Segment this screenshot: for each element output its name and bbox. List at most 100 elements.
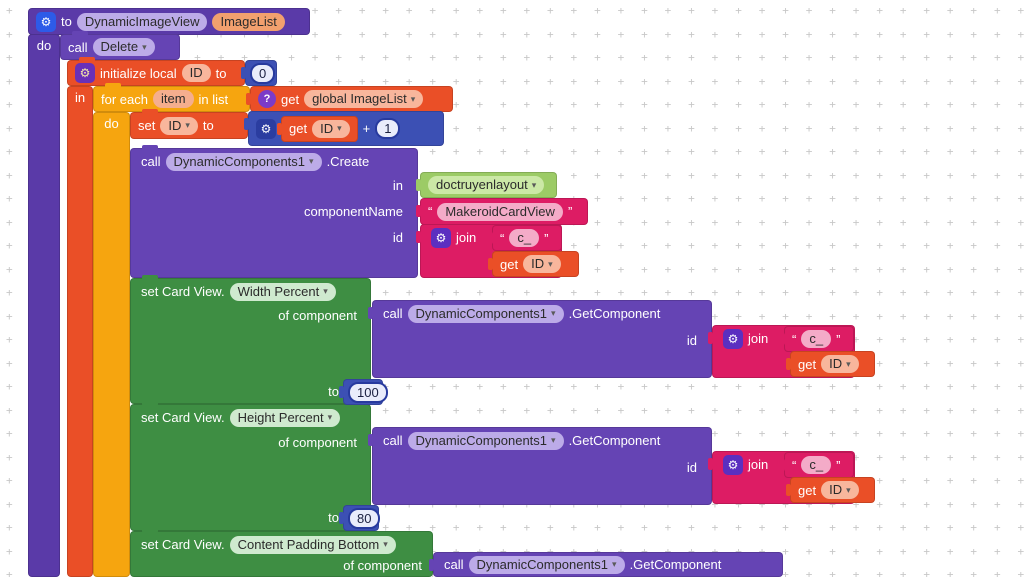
- string-value-field[interactable]: MakeroidCardView: [437, 202, 563, 221]
- call-delete-block[interactable]: call Delete ▾: [60, 31, 180, 60]
- param-label-id: id: [686, 333, 697, 348]
- param-label-id: id: [392, 230, 403, 245]
- number-block-100[interactable]: 100: [339, 379, 388, 405]
- number-block-80[interactable]: 80: [339, 505, 381, 531]
- close-quote-icon: ”: [836, 331, 841, 347]
- keyword-get: get: [281, 91, 300, 107]
- keyword-in-list: in list: [198, 91, 229, 107]
- math-add-block[interactable]: ⚙ get ID ▾ + 1: [244, 111, 444, 146]
- number-value-field[interactable]: 80: [348, 507, 381, 529]
- global-var-dropdown[interactable]: global ImageList ▾: [304, 90, 424, 108]
- for-each-do-body[interactable]: do: [93, 112, 130, 577]
- keyword-in: in: [74, 90, 86, 105]
- dropdown-arrow-icon: ▾: [846, 484, 851, 495]
- keyword-get: get: [500, 256, 519, 272]
- property-dropdown[interactable]: Width Percent ▾: [229, 282, 336, 301]
- set-property-label: set Card View.: [141, 284, 225, 299]
- string-block-prefix[interactable]: “ c_ ”: [780, 452, 854, 478]
- gear-icon[interactable]: ⚙: [431, 227, 451, 248]
- set-var-dropdown[interactable]: ID ▾: [160, 116, 198, 135]
- call-getcomponent-header: call DynamicComponents1 ▾ .GetComponent: [372, 427, 712, 454]
- procedure-param-label: ImageList: [220, 13, 277, 29]
- keyword-call: call: [444, 557, 464, 572]
- component-dropdown[interactable]: DynamicComponents1 ▾: [407, 304, 564, 323]
- join-header: ⚙ join: [712, 451, 855, 478]
- component-dropdown[interactable]: DynamicComponents1 ▾: [468, 555, 625, 574]
- get-var-block[interactable]: get ID ▾: [277, 115, 358, 142]
- component-dropdown[interactable]: DynamicComponents1 ▾: [165, 152, 322, 171]
- dropdown-arrow-icon: ▾: [185, 120, 190, 130]
- set-height-percent-header: set Card View. Height Percent ▾: [130, 404, 371, 431]
- property-dropdown[interactable]: Content Padding Bottom ▾: [229, 535, 396, 554]
- keyword-set: set: [138, 118, 156, 133]
- keyword-join: join: [748, 457, 769, 472]
- number-block-zero[interactable]: 0: [241, 60, 277, 86]
- get-global-block[interactable]: ? get global ImageList ▾: [246, 86, 453, 112]
- param-label-to: to: [328, 384, 339, 399]
- keyword-call: call: [141, 154, 161, 169]
- initialize-local-in-body[interactable]: in: [67, 86, 93, 577]
- keyword-get: get: [798, 482, 817, 498]
- keyword-do: do: [104, 116, 119, 131]
- global-var-name: global ImageList: [312, 91, 407, 106]
- method-name: .GetComponent: [629, 557, 722, 572]
- keyword-join: join: [456, 230, 477, 245]
- layout-component-block[interactable]: doctruyenlayout ▾: [416, 172, 557, 198]
- get-var-block[interactable]: get ID ▾: [786, 477, 875, 503]
- dropdown-arrow-icon: ▾: [410, 93, 416, 104]
- number-value-field[interactable]: 100: [348, 381, 388, 403]
- get-var-dropdown[interactable]: ID ▾: [821, 355, 859, 373]
- string-block-cardview[interactable]: “ MakeroidCardView ”: [416, 198, 588, 225]
- dropdown-arrow-icon: ▾: [337, 123, 342, 133]
- param-label-id: id: [686, 460, 697, 475]
- open-quote-icon: “: [428, 204, 433, 219]
- gear-icon[interactable]: ⚙: [723, 454, 743, 475]
- delete-method-dropdown[interactable]: Delete ▾: [92, 38, 155, 56]
- string-value-field[interactable]: c_: [801, 456, 832, 474]
- string-block-prefix[interactable]: “ c_ ”: [780, 326, 854, 352]
- property-name: Content Padding Bottom: [237, 536, 380, 552]
- dropdown-arrow-icon: ▾: [142, 41, 147, 52]
- join-header: ⚙ join: [420, 224, 562, 251]
- string-value-field[interactable]: c_: [509, 229, 540, 247]
- get-var-block[interactable]: get ID ▾: [488, 251, 579, 277]
- property-dropdown[interactable]: Height Percent ▾: [229, 408, 341, 427]
- get-var-dropdown[interactable]: ID ▾: [312, 119, 350, 138]
- gear-icon[interactable]: ⚙: [723, 328, 743, 349]
- procedure-name-field[interactable]: DynamicImageView: [76, 12, 208, 31]
- string-block-prefix[interactable]: “ c_ ”: [488, 225, 562, 251]
- procedure-block[interactable]: ⚙ to DynamicImageView ImageList: [28, 8, 310, 35]
- keyword-to: to: [215, 65, 227, 81]
- get-var-block[interactable]: get ID ▾: [786, 351, 875, 377]
- gear-icon[interactable]: ⚙: [36, 11, 56, 32]
- number-value-field[interactable]: 1: [375, 118, 401, 139]
- set-variable-block[interactable]: set ID ▾ to: [130, 109, 248, 139]
- param-label-of-component: of component: [278, 435, 357, 450]
- component-name: DynamicComponents1: [476, 556, 609, 572]
- get-var-name: ID: [829, 482, 843, 497]
- close-quote-icon: ”: [836, 457, 841, 473]
- dropdown-arrow-icon: ▾: [323, 286, 328, 296]
- number-value-field[interactable]: 0: [250, 62, 276, 84]
- procedure-do-body[interactable]: do: [28, 34, 60, 577]
- question-icon[interactable]: ?: [258, 90, 276, 108]
- local-var-name: ID: [189, 65, 203, 80]
- string-value-field[interactable]: c_: [801, 330, 832, 348]
- component-dropdown[interactable]: DynamicComponents1 ▾: [407, 431, 564, 450]
- procedure-param-pill[interactable]: ImageList: [212, 12, 285, 31]
- dropdown-arrow-icon: ▾: [846, 358, 851, 369]
- loop-var-field[interactable]: item: [152, 90, 194, 108]
- get-var-dropdown[interactable]: ID ▾: [821, 481, 859, 499]
- local-var-name-field[interactable]: ID: [181, 64, 211, 82]
- gear-icon[interactable]: ⚙: [75, 63, 95, 83]
- plus-operator: +: [362, 121, 371, 136]
- layout-dropdown[interactable]: doctruyenlayout ▾: [428, 176, 545, 194]
- component-name: DynamicComponents1: [415, 432, 548, 448]
- gear-icon[interactable]: ⚙: [256, 118, 276, 139]
- initialize-local-block[interactable]: ⚙ initialize local ID to: [67, 57, 245, 86]
- param-label-of-component: of component: [343, 558, 422, 573]
- dropdown-arrow-icon: ▾: [612, 559, 617, 569]
- get-var-dropdown[interactable]: ID ▾: [523, 255, 561, 273]
- for-each-block[interactable]: for each item in list: [93, 83, 250, 112]
